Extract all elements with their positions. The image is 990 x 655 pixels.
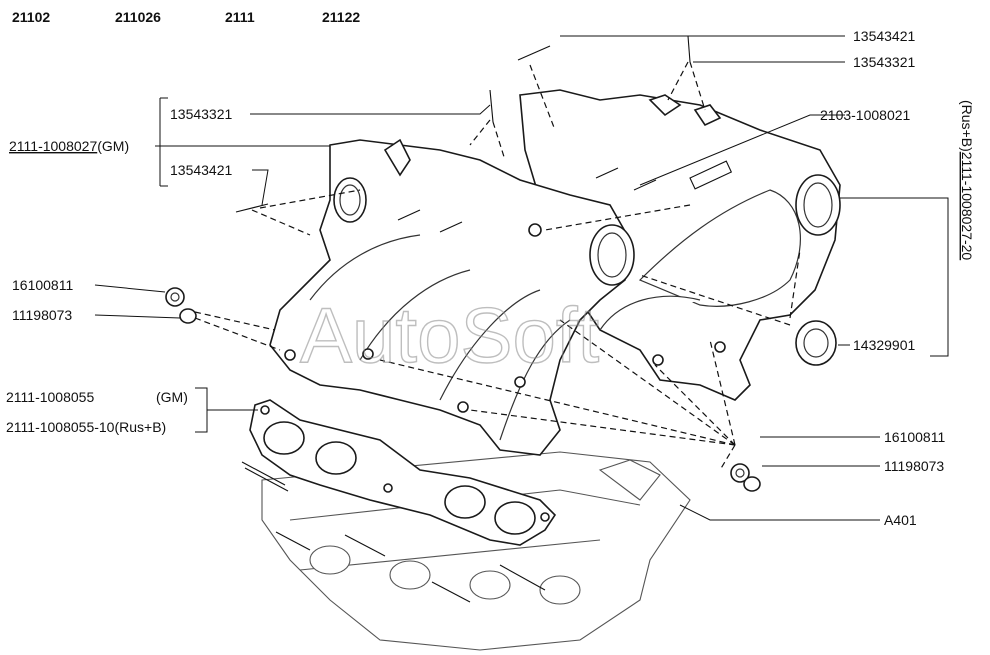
- label-fitting: 2103-1008021: [820, 107, 911, 123]
- label-stud-13543421-left: 13543421: [170, 162, 233, 178]
- model-21102: 21102: [12, 9, 50, 25]
- assembly-dash-lines: [194, 61, 801, 471]
- label-washer-right: 11198073: [884, 458, 944, 474]
- label-manifold-gm: 2111-1008027(GM): [9, 138, 129, 154]
- label-seal-ring: 14329901: [853, 337, 916, 353]
- label-gasket-gm-note: (GM): [156, 389, 188, 405]
- model-211026: 211026: [115, 9, 161, 25]
- label-manifold-rus-prefix: (Rus+B): [959, 100, 975, 152]
- manifold-studs: [397, 160, 733, 233]
- watermark: AutoSoft: [300, 291, 600, 379]
- label-nut-left: 16100811: [12, 277, 73, 293]
- model-2111: 2111: [225, 9, 255, 25]
- label-stud-13543321-left: 13543321: [170, 106, 233, 122]
- manifold-front-drawing: [269, 138, 635, 456]
- label-gasket-rus: 2111-1008055-10(Rus+B): [6, 419, 166, 435]
- label-stud-13543421-top: 13543421: [853, 28, 916, 44]
- label-gasket-gm: 2111-1008055: [6, 389, 94, 405]
- label-manifold-rus-vertical: (Rus+B)2111-1008027-20: [959, 100, 975, 260]
- label-nut-right: 16100811: [884, 429, 945, 445]
- label-manifold-gm-number: 2111-1008027: [9, 138, 97, 154]
- fasteners: [165, 287, 837, 492]
- cylinder-head-drawing: [241, 451, 691, 651]
- gasket-drawing: [249, 399, 557, 546]
- label-stud-13543321-top: 13543321: [853, 54, 916, 70]
- label-manifold-rus: (Rus+B)2111-1008027-20: [959, 100, 975, 260]
- label-manifold-gm-suffix: (GM): [97, 138, 129, 154]
- loose-studs: [235, 35, 691, 213]
- label-washer-left: 11198073: [12, 307, 72, 323]
- label-cylinder-head: A401: [884, 512, 917, 528]
- model-21122: 21122: [322, 9, 360, 25]
- manifold-rear-drawing: [519, 89, 841, 401]
- leader-lines: [94, 35, 949, 521]
- label-manifold-rus-number: 2111-1008027-20: [959, 152, 975, 261]
